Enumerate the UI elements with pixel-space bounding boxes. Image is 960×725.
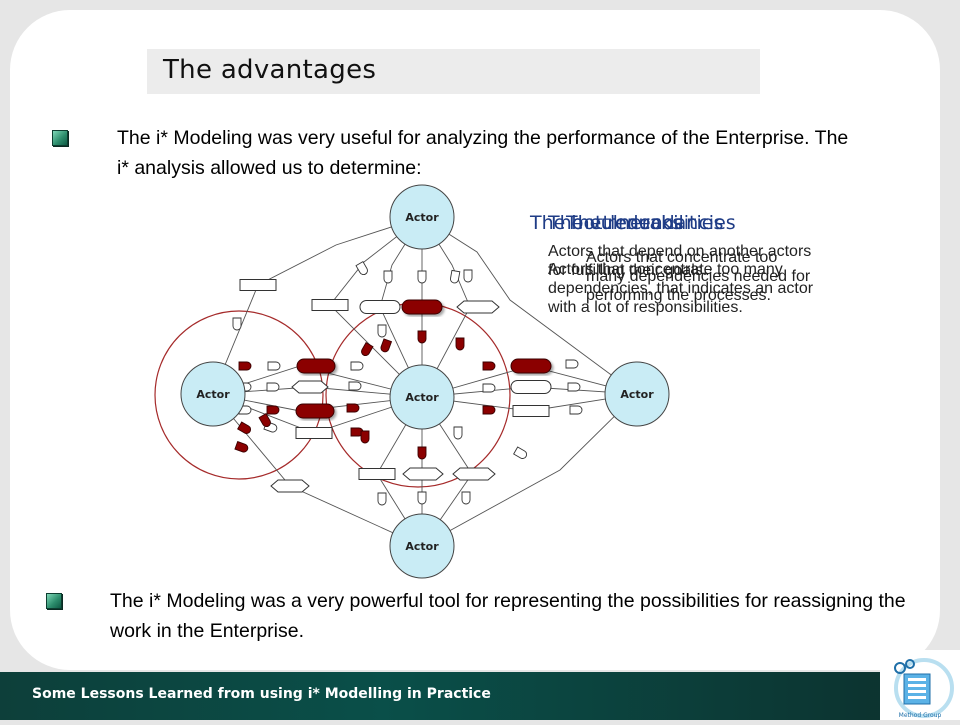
actor-label: Actor [196,388,230,401]
dependency-marker [348,381,362,391]
dependency-marker [482,383,496,393]
dependency-marker [453,426,463,440]
critical-dependency-marker [238,361,252,371]
actor-center: Actor [389,364,455,430]
critical-dependency-marker [380,338,393,353]
task-element [270,479,310,493]
dependency-marker [377,324,387,338]
dependency-marker [350,361,364,371]
slide-panel [10,10,940,670]
dependency-marker [450,269,461,284]
dependency-link [421,393,638,547]
actor-bottom: Actor [389,513,455,579]
logo-icon: Method Group [894,658,954,719]
task-element [402,467,444,481]
critical-dependency-marker [482,361,496,371]
critical-dependency-marker [482,405,496,415]
critical-dependency-marker [360,430,370,444]
bullet-icon [46,593,62,609]
title-bar: The advantages [147,49,760,94]
dependency-marker [377,492,387,506]
actor-label: Actor [405,391,439,404]
overlay-heading-bottlenecks: The bottlenecks [530,212,683,234]
footer-text: Some Lessons Learned from using i* Model… [32,686,491,702]
critical-dependency-marker [258,413,271,428]
actor-label: Actor [620,388,654,401]
overlay-body-vulnerabilities: Actors that depend on another actors for… [548,243,812,279]
actor-circle [389,184,455,250]
critical-goal-element [401,299,443,315]
page-title: The advantages [163,55,377,85]
actor-label: Actor [405,540,439,553]
footer-bar: Some Lessons Learned from using i* Model… [0,672,960,720]
resource-element [295,427,333,439]
dependency-marker [383,270,393,284]
resource-element [311,299,349,311]
critical-goal-element [295,403,335,419]
dependency-link [421,216,638,395]
actor-circle [389,513,455,579]
overlay-heading-vulnerabilities: The vulnerabilities [548,212,724,234]
critical-goal-element [510,358,552,374]
dependency-elements [232,261,583,506]
dependency-marker [569,405,583,415]
critical-dependency-marker [361,342,374,357]
actor-right: Actor [604,361,670,427]
task-element [291,380,329,394]
overlay-body-bottlenecks: Actors that concentrate too many depende… [548,261,814,316]
dependency-marker [565,359,579,369]
goal-element [359,300,401,314]
critical-dependency-marker [417,330,427,344]
task-element [456,300,500,314]
dependency-marker [567,382,581,392]
bullet-icon [52,130,68,146]
actor-boundary-circle [154,310,324,480]
resource-element [512,405,550,417]
actor-left: Actor [180,361,246,427]
actor-circle [389,364,455,430]
critical-dependency-marker [417,446,427,460]
dependency-marker [417,270,427,284]
bullet-text-2: The i* Modeling was a very powerful tool… [110,590,906,642]
actor-circle [604,361,670,427]
dependency-link [329,216,423,398]
critical-dependency-marker [237,421,252,434]
dependency-marker [266,382,280,392]
dependency-marker [267,361,281,371]
resource-element [239,279,277,291]
dependency-marker [417,491,427,505]
actor-label: Actor [405,211,439,224]
critical-dependency-marker [455,337,465,351]
dependency-marker [513,446,528,459]
overlay-body-redundancies: Actors that concentrate too many depende… [586,249,811,304]
dependency-marker [461,491,471,505]
logo-text: Method Group [899,712,942,719]
critical-goal-element [296,358,336,374]
task-element [452,467,496,481]
bullet-text-1: The i* Modeling was very useful for anal… [117,127,849,179]
critical-dependency-marker [266,405,280,415]
goal-element [510,380,552,394]
critical-dependency-marker [234,440,249,453]
actor-circle [180,361,246,427]
dependency-marker [232,317,242,331]
dependency-marker [463,269,473,283]
method-group-logo: Method Group [880,650,960,720]
critical-dependency-marker [346,403,360,413]
actor-top: Actor [389,184,455,250]
dependency-marker [355,261,368,276]
overlay-heading-redundancies: The redundancies [566,212,736,234]
dependency-link [212,216,423,395]
resource-element [358,468,396,480]
